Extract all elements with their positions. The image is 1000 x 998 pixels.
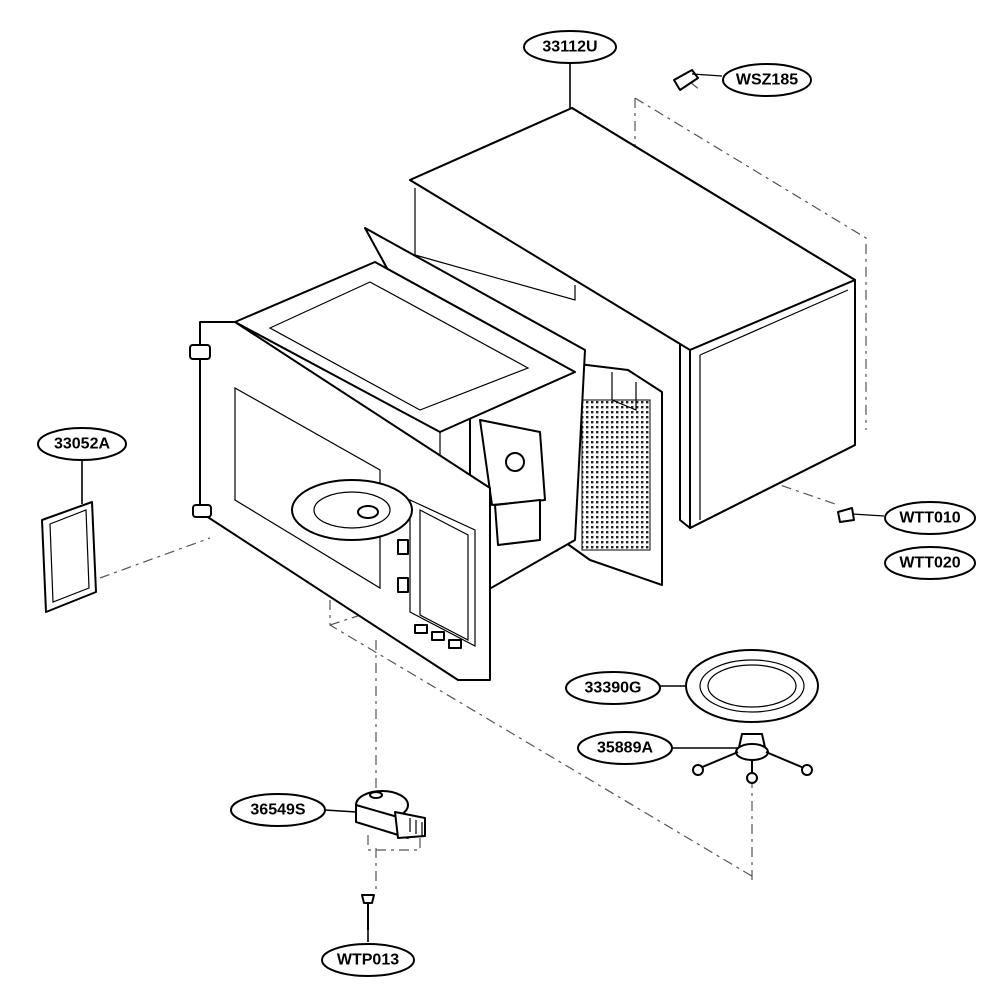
label-lamp-cover-text: 33052A xyxy=(54,436,110,453)
drive-motor[interactable] xyxy=(355,790,426,839)
label-roller-guide-text: 35889A xyxy=(597,740,653,757)
label-motor-screw: WTP013 xyxy=(321,943,415,977)
label-drive-motor: 36549S xyxy=(230,793,326,827)
outer-cabinet[interactable] xyxy=(409,107,856,529)
roller-guide[interactable] xyxy=(692,733,813,784)
label-motor-screw-text: WTP013 xyxy=(337,952,399,969)
back-panel xyxy=(561,361,663,586)
label-drive-motor-text: 36549S xyxy=(250,802,305,819)
label-cabinet-text: 33112U xyxy=(542,39,597,56)
label-glass-tray-text: 33390G xyxy=(585,680,642,697)
lamp-cover[interactable] xyxy=(41,501,97,613)
label-cabinet-screw-text: WSZ185 xyxy=(736,72,798,89)
label-rear-screw-a: WTT010 xyxy=(884,501,976,535)
motor-screw[interactable] xyxy=(361,894,375,930)
label-cabinet: 33112U xyxy=(523,30,617,64)
label-lamp-cover: 33052A xyxy=(37,427,127,461)
label-glass-tray: 33390G xyxy=(565,671,661,705)
cabinet-screw[interactable] xyxy=(673,69,723,91)
label-rear-screw-a-text: WTT010 xyxy=(899,510,960,527)
label-roller-guide: 35889A xyxy=(577,731,673,765)
glass-tray[interactable] xyxy=(685,649,819,723)
rear-screw[interactable] xyxy=(837,507,885,523)
leader-lines xyxy=(81,62,738,942)
oven-cavity xyxy=(234,227,586,601)
label-rear-screw-b: WTT020 xyxy=(884,546,976,580)
cavity-turntable xyxy=(291,479,413,541)
label-cabinet-screw: WSZ185 xyxy=(722,63,812,97)
label-rear-screw-b-text: WTT020 xyxy=(899,555,960,572)
